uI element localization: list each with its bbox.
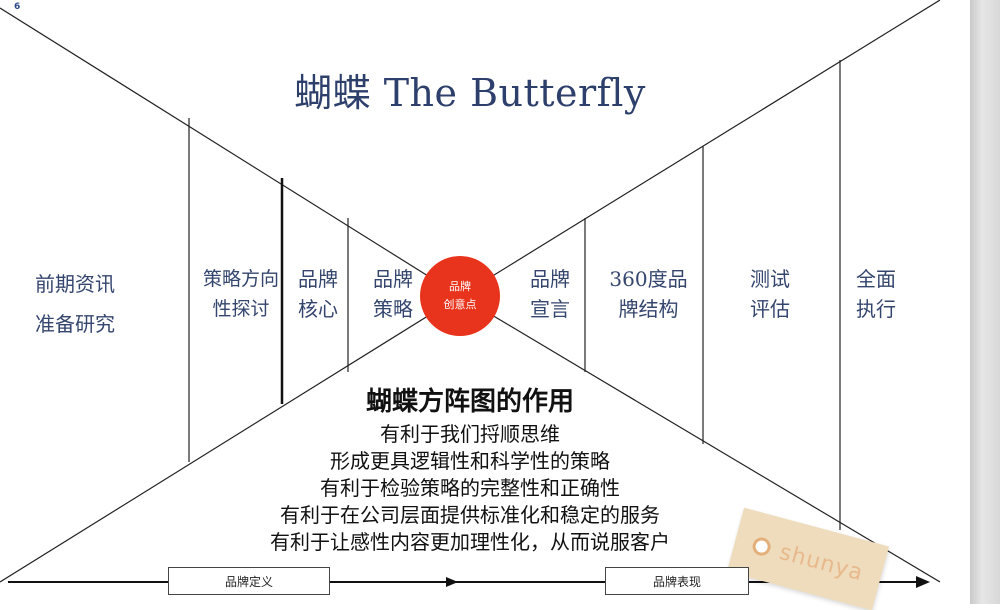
axis-arrow-right bbox=[916, 576, 930, 588]
column-label-full-execution: 全面 执行 bbox=[846, 264, 906, 324]
roles-item: 有利于让感性内容更加理性化，从而说服客户 bbox=[270, 530, 670, 554]
diagonal-left-bottom bbox=[0, 295, 461, 583]
axis-arrow-left bbox=[446, 577, 458, 587]
diagonal-right-top bbox=[459, 0, 940, 297]
slide-title: 蝴蝶 The Butterfly bbox=[294, 71, 646, 115]
column-line: 策略 bbox=[373, 297, 413, 321]
column-line: 评估 bbox=[750, 297, 790, 321]
column-line: 核心 bbox=[298, 297, 338, 321]
column-label-brand-structure: 360度品 牌结构 bbox=[596, 264, 701, 324]
circle-line-1: 品牌 bbox=[449, 280, 471, 293]
roles-item: 有利于我们捋顺思维 bbox=[380, 422, 560, 446]
column-line: 品牌 bbox=[530, 267, 570, 291]
column-line: 牌结构 bbox=[618, 297, 679, 321]
column-label-research: 前期资讯 准备研究 bbox=[20, 264, 130, 344]
column-label-strategy-direction: 策略方向 性探讨 bbox=[196, 264, 286, 324]
column-line: 策略方向 bbox=[202, 268, 279, 290]
roles-title: 蝴蝶方阵图的作用 bbox=[365, 387, 574, 417]
brand-idea-circle: 品牌 创意点 bbox=[420, 256, 500, 336]
diagonal-right-bottom bbox=[459, 295, 940, 583]
watermark-text: shunya bbox=[776, 539, 867, 586]
column-line: 测试 bbox=[750, 267, 790, 291]
page-gap bbox=[940, 0, 970, 604]
column-line: 执行 bbox=[856, 297, 896, 321]
brand-expression-box: 品牌表现 bbox=[605, 567, 749, 595]
column-line: 前期资讯 bbox=[35, 272, 115, 296]
next-slide-edge bbox=[970, 0, 1000, 604]
column-line: 准备研究 bbox=[35, 312, 115, 336]
column-label-test-evaluate: 测试 评估 bbox=[740, 264, 800, 324]
page-number: 6 bbox=[14, 2, 21, 12]
diagonal-left-top bbox=[0, 7, 461, 297]
roles-block: 蝴蝶方阵图的作用 有利于我们捋顺思维 形成更具逻辑性和科学性的策略 有利于检验策… bbox=[190, 383, 750, 556]
column-line: 品牌 bbox=[298, 267, 338, 291]
roles-item: 有利于在公司层面提供标准化和稳定的服务 bbox=[280, 503, 660, 527]
circle-line-2: 创意点 bbox=[443, 298, 477, 311]
column-label-brand-core: 品牌 核心 bbox=[288, 264, 348, 324]
column-line: 全面 bbox=[856, 267, 896, 291]
column-label-brand-strategy: 品牌 策略 bbox=[363, 264, 423, 324]
roles-item: 有利于检验策略的完整性和正确性 bbox=[320, 476, 620, 500]
roles-item: 形成更具逻辑性和科学性的策略 bbox=[330, 449, 610, 473]
butterfly-diagram bbox=[0, 0, 940, 588]
tag-hole-icon bbox=[750, 535, 773, 558]
column-label-brand-manifesto: 品牌 宣言 bbox=[520, 264, 580, 324]
column-line: 360度品 bbox=[609, 267, 688, 291]
column-line: 宣言 bbox=[530, 297, 570, 321]
column-line: 性探讨 bbox=[212, 298, 270, 320]
brand-definition-box: 品牌定义 bbox=[168, 567, 330, 595]
slide: 6 蝴蝶 The Butterfly 前期资讯 准备研究 策略方向 性探讨 品牌… bbox=[0, 0, 940, 610]
column-line: 品牌 bbox=[373, 267, 413, 291]
